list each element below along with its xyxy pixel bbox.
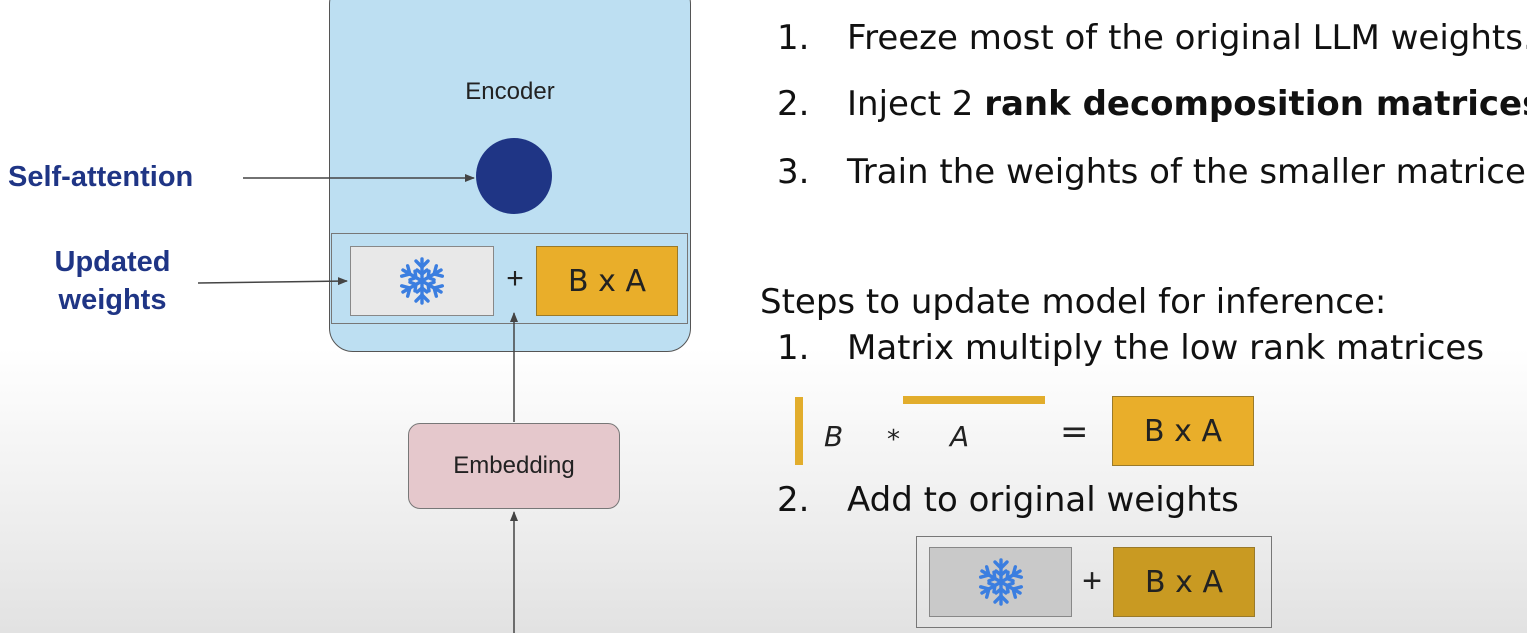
updated-weights-label: Updated weights	[30, 243, 195, 319]
self-attention-node	[476, 138, 552, 214]
self-attention-label: Self-attention	[8, 161, 194, 193]
step-3: 3. Train the weights of the smaller matri…	[777, 152, 1527, 192]
inference-step-1: 1. Matrix multiply the low rank matrices	[777, 328, 1484, 368]
inference-title: Steps to update model for inference:	[760, 282, 1387, 322]
matrix-b-label: B	[824, 420, 844, 453]
matrix-a-label: A	[950, 420, 970, 453]
inference-step-1-number: 1.	[777, 328, 810, 368]
step-1-text: Freeze most of the original LLM weights.	[847, 18, 1527, 58]
updated-weights-arrow	[197, 277, 348, 286]
updated-weights-line1: Updated	[54, 246, 171, 278]
inference-step-2-text: Add to original weights	[847, 480, 1239, 520]
step-3-number: 3.	[777, 152, 810, 192]
matrix-a-bar	[903, 396, 1045, 404]
bxa-matrix-box: B x A	[536, 246, 678, 316]
inference-step-1-text: Matrix multiply the low rank matrices	[847, 328, 1485, 368]
inference-step-2-number: 2.	[777, 480, 810, 520]
bxa-result-box: B x A	[1112, 396, 1254, 466]
bxa-matrix-box-final: B x A	[1113, 547, 1255, 617]
step-2-bold-text: rank decomposition matrices	[984, 84, 1527, 124]
multiply-symbol: *	[887, 425, 900, 455]
weights-group-box	[331, 233, 688, 324]
step-1-number: 1.	[777, 18, 810, 58]
embedding-box: Embedding	[408, 423, 620, 509]
step-3-text: Train the weights of the smaller matrice…	[847, 152, 1527, 192]
updated-weights-line2: weights	[58, 284, 167, 316]
equals-symbol: =	[1060, 412, 1089, 452]
step-2-number: 2.	[777, 84, 810, 124]
plus-sign: +	[506, 262, 524, 295]
final-weights-group-box	[916, 536, 1272, 628]
step-2-text: Inject 2	[847, 84, 985, 124]
plus-sign-final: +	[1082, 562, 1102, 600]
matrix-b-bar	[795, 397, 803, 465]
frozen-weights-box-final	[929, 547, 1072, 617]
encoder-label: Encoder	[465, 78, 555, 105]
step-2: 2. Inject 2 rank decomposition matrices	[777, 84, 1527, 124]
inference-step-2: 2. Add to original weights	[777, 480, 1239, 520]
snowflake-icon	[976, 558, 1025, 606]
step-1: 1. Freeze most of the original LLM weight…	[777, 18, 1527, 58]
snowflake-icon	[398, 257, 446, 305]
frozen-weights-box	[350, 246, 494, 316]
